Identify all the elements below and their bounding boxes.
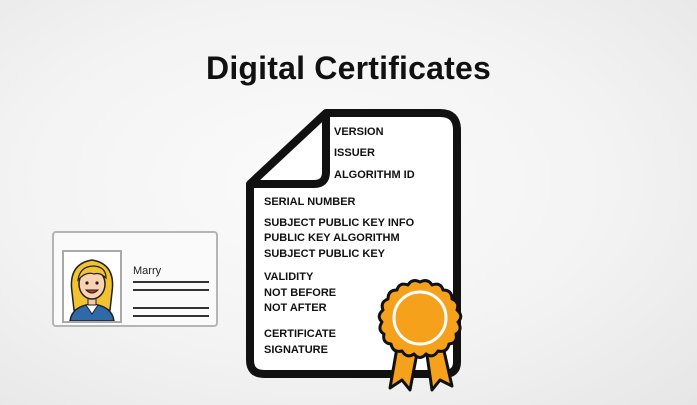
cert-field-signature: SIGNATURE — [264, 344, 328, 356]
award-ribbon-icon — [377, 279, 463, 392]
cert-field-subject-public-key: SUBJECT PUBLIC KEY — [264, 248, 386, 260]
id-line — [133, 307, 209, 309]
page-title: Digital Certificates — [206, 50, 491, 86]
woman-avatar-icon — [69, 259, 115, 321]
cert-field-version: VERSION — [334, 126, 384, 138]
cert-field-not-before: NOT BEFORE — [264, 287, 337, 299]
id-photo — [62, 250, 122, 323]
cert-field-algorithm-id: ALGORITHM ID — [334, 169, 415, 181]
id-line — [133, 281, 209, 283]
cert-field-not-after: NOT AFTER — [264, 302, 327, 314]
id-line — [133, 315, 209, 317]
cert-field-issuer: ISSUER — [334, 147, 375, 159]
cert-field-public-key-algorithm: PUBLIC KEY ALGORITHM — [264, 232, 400, 244]
cert-field-certificate: CERTIFICATE — [264, 328, 336, 340]
id-name: Marry — [133, 265, 162, 277]
cert-field-subject-public-key-info: SUBJECT PUBLIC KEY INFO — [264, 217, 415, 229]
cert-field-serial-number: SERIAL NUMBER — [264, 196, 356, 208]
id-card: Marry — [52, 231, 218, 327]
id-line — [133, 289, 209, 291]
cert-field-validity: VALIDITY — [264, 271, 314, 283]
